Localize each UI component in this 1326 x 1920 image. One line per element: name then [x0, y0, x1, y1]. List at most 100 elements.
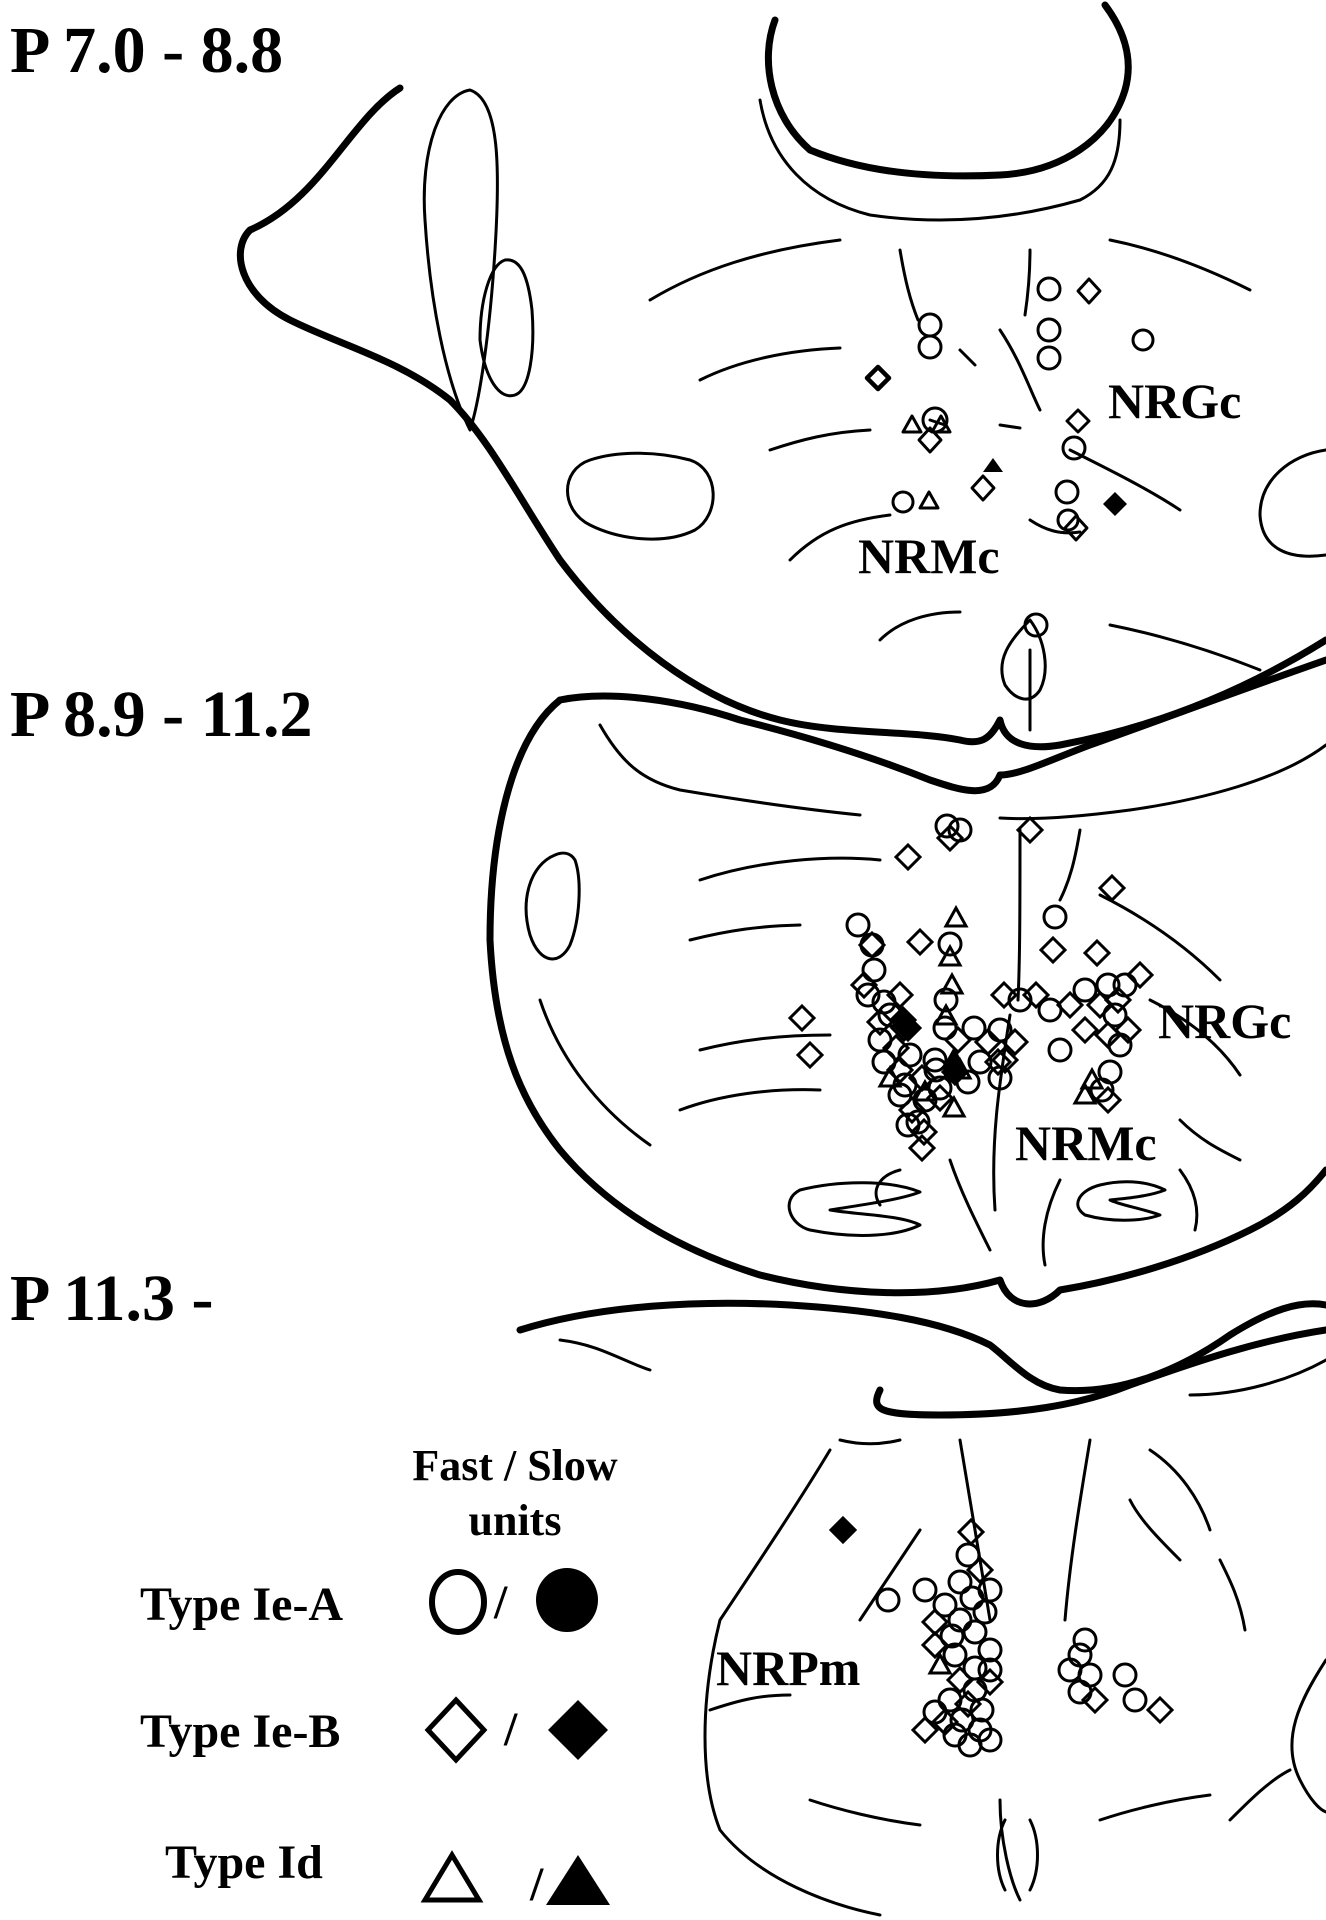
- legend-open-circle-icon: [429, 1569, 487, 1635]
- marker-open-circle: [1056, 508, 1080, 532]
- marker-open-circle: [962, 1619, 988, 1645]
- marker-open-circle: [947, 1607, 973, 1633]
- marker-open-diamond: [885, 1055, 915, 1085]
- marker-open-circle: [977, 1657, 1003, 1683]
- level-label-2: P 8.9 - 11.2: [10, 678, 313, 751]
- marker-open-diamond: [989, 980, 1019, 1010]
- marker-open-diamond: [1065, 408, 1091, 434]
- marker-open-diamond: [1080, 1685, 1110, 1715]
- marker-open-diamond: [983, 1047, 1013, 1077]
- legend-filled-circle-icon: [536, 1568, 598, 1632]
- marker-open-diamond: [1021, 980, 1051, 1010]
- marker-open-diamond: [1063, 514, 1089, 542]
- marker-open-circle: [1131, 328, 1155, 352]
- marker-open-circle: [942, 1722, 968, 1748]
- marker-open-circle: [855, 982, 881, 1008]
- marker-open-circle: [891, 490, 915, 514]
- marker-open-circle: [934, 813, 960, 839]
- region-label-nrmc-1: NRMc: [858, 528, 1000, 584]
- marker-open-circle: [932, 1592, 958, 1618]
- marker-filled-diamond: [1103, 492, 1127, 516]
- marker-open-circle: [969, 1697, 995, 1723]
- marker-open-diamond: [1038, 935, 1068, 965]
- marker-open-diamond: [795, 1040, 825, 1070]
- marker-open-diamond: [975, 1667, 1005, 1697]
- marker-open-triangle: [901, 414, 923, 434]
- marker-open-triangle: [943, 904, 969, 928]
- marker-open-diamond: [1145, 1695, 1175, 1725]
- region-label-nrmc-2: NRMc: [1015, 1115, 1157, 1171]
- marker-open-circle: [937, 931, 963, 957]
- marker-open-circle: [1023, 612, 1049, 638]
- marker-open-circle: [917, 334, 943, 360]
- legend-header-line1: Fast / Slow: [412, 1441, 618, 1490]
- marker-open-diamond: [1055, 990, 1085, 1020]
- marker-open-triangle: [1072, 1081, 1098, 1105]
- marker-open-diamond: [970, 474, 996, 502]
- marker-open-diamond: [1125, 960, 1155, 990]
- marker-open-circle: [905, 1109, 931, 1135]
- section-outline-3: [516, 1299, 1326, 1917]
- marker-open-diamond: [857, 930, 887, 960]
- marker-open-diamond: [907, 1133, 937, 1163]
- marker-filled-diamond: [893, 1013, 923, 1043]
- marker-filled-triangle: [983, 458, 1003, 472]
- marker-open-circle: [1089, 1077, 1115, 1103]
- marker-open-diamond: [909, 1117, 939, 1147]
- marker-open-circle: [933, 987, 959, 1013]
- marker-open-triangle: [933, 1002, 959, 1026]
- marker-open-circle: [1061, 435, 1087, 461]
- legend-label-type-ie-b: Type Ie-B: [140, 1705, 340, 1758]
- marker-open-circle: [917, 312, 943, 338]
- marker-open-circle: [922, 1047, 948, 1073]
- marker-open-circle: [1122, 1687, 1148, 1713]
- marker-open-circle: [961, 1015, 987, 1041]
- marker-open-triangle: [930, 414, 952, 434]
- marker-open-circle: [947, 1569, 973, 1595]
- marker-filled-diamond: [828, 1515, 858, 1545]
- marker-open-diamond: [920, 1630, 950, 1660]
- region-label-nrgc-1: NRGc: [1108, 373, 1241, 429]
- marker-open-circle: [859, 932, 885, 958]
- marker-open-circle: [1067, 1679, 1093, 1705]
- marker-open-circle: [1036, 317, 1062, 343]
- marker-open-triangle: [918, 490, 940, 510]
- marker-open-triangle: [939, 971, 965, 995]
- marker-open-diamond: [787, 1003, 817, 1033]
- marker-open-triangle: [927, 1651, 953, 1675]
- marker-open-circle: [845, 912, 871, 938]
- legend-label-type-ie-a: Type Ie-A: [140, 1578, 343, 1631]
- marker-open-circle: [1047, 1037, 1073, 1063]
- section-outline-1: [236, 1, 1326, 751]
- legend-open-triangle-icon: [420, 1850, 484, 1903]
- marker-open-circle: [1072, 1627, 1098, 1653]
- marker-open-diamond: [1093, 1020, 1123, 1050]
- marker-filled-triangle: [941, 1046, 967, 1070]
- marker-open-diamond: [1082, 938, 1112, 968]
- legend: Fast / Slow units Type Ie-A / Type Ie-B …: [140, 1441, 618, 1911]
- section-outline-2: [486, 656, 1326, 1308]
- marker-open-circle: [977, 1637, 1003, 1663]
- marker-open-diamond: [849, 970, 879, 1000]
- marker-open-diamond: [885, 980, 915, 1010]
- marker-open-circle: [1072, 977, 1098, 1003]
- region-label-nrgc-2: NRGc: [1158, 993, 1291, 1049]
- marker-open-circle: [1112, 1662, 1138, 1688]
- marker-open-diamond: [893, 842, 923, 872]
- marker-open-circle: [1054, 479, 1080, 505]
- marker-open-diamond: [1076, 277, 1102, 305]
- legend-separator: /: [503, 1703, 518, 1756]
- marker-open-circle: [967, 1049, 993, 1075]
- marker-open-circle: [1107, 1032, 1133, 1058]
- section-2-markers: [787, 813, 1155, 1163]
- level-label-1: P 7.0 - 8.8: [10, 14, 283, 87]
- marker-open-diamond: [1093, 1085, 1123, 1115]
- marker-open-circle: [1037, 997, 1063, 1023]
- section-1-markers: [864, 276, 1155, 638]
- marker-open-triangle: [941, 1094, 967, 1118]
- marker-open-diamond: [935, 823, 965, 853]
- legend-header-line2: units: [469, 1496, 562, 1545]
- marker-open-triangle: [937, 943, 963, 967]
- marker-open-circle: [912, 1577, 938, 1603]
